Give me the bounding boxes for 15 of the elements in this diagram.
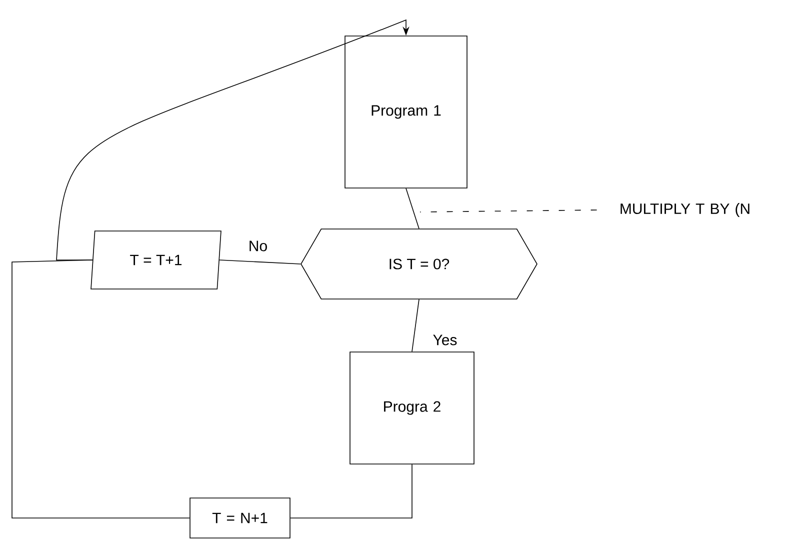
process-box: Program 1 xyxy=(344,36,468,188)
process-box: T = T+1 xyxy=(90,230,222,290)
connector-line xyxy=(290,464,412,518)
connector-line xyxy=(219,260,301,264)
connector-line xyxy=(412,299,420,352)
connector-line xyxy=(406,188,420,229)
edge-label: No xyxy=(247,240,269,252)
process-box: Progra 2 xyxy=(350,352,474,464)
edge-label: Yes xyxy=(432,334,458,346)
connector-line xyxy=(12,260,190,518)
process-box: T = N+1 xyxy=(190,498,290,538)
leader-line xyxy=(420,210,598,212)
arrow xyxy=(56,20,410,260)
decision-box: IS T = 0? xyxy=(300,228,538,300)
note-text: MULTIPLY T BY (N xyxy=(620,203,750,217)
